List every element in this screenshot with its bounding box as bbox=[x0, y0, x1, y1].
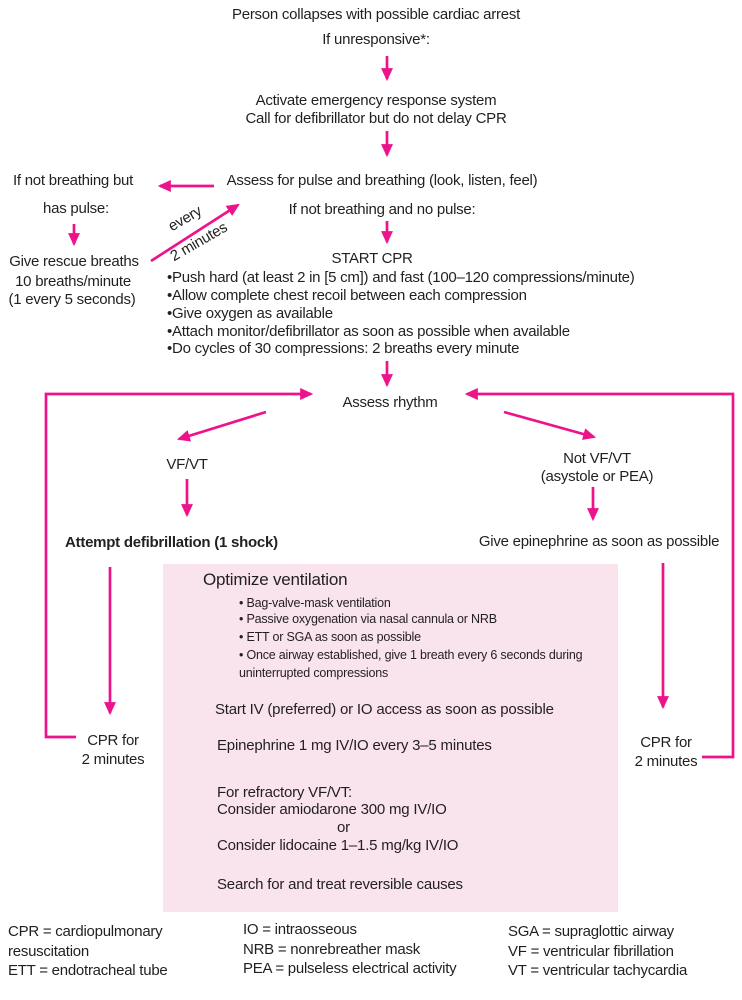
legend-column-1: CPR = cardiopulmonary resuscitation ETT … bbox=[8, 922, 186, 981]
box-refractory-text: For refractory VF/VT: bbox=[217, 784, 352, 801]
box-iv-text: Start IV (preferred) or IO access as soo… bbox=[215, 701, 554, 718]
legend-vf: VF = ventricular fibrillation bbox=[508, 942, 674, 960]
start-cpr-bullet-2: Allow complete chest recoil between each… bbox=[167, 287, 527, 305]
legend-ett: ETT = endotracheal tube bbox=[8, 962, 168, 979]
rescue-condition-line2: has pulse: bbox=[43, 200, 109, 217]
arrow-rhythm-to-notvf bbox=[503, 410, 597, 440]
box-epinephrine-text: Epinephrine 1 mg IV/IO every 3–5 minutes bbox=[217, 737, 492, 754]
path-right-cpr-loop bbox=[464, 388, 735, 759]
legend-column-3: SGA = supraglottic airway VF = ventricul… bbox=[508, 922, 742, 981]
vf-cpr-line1: CPR for bbox=[87, 732, 139, 749]
legend-column-2: IO = intraosseous NRB = nonrebreather ma… bbox=[243, 920, 488, 979]
arrow-rhythm-to-vf bbox=[176, 410, 267, 442]
notvf-label-line1: Not VF/VT bbox=[563, 450, 631, 467]
vf-label: VF/VT bbox=[166, 456, 208, 473]
activate-text-line1: Activate emergency response system bbox=[255, 92, 497, 109]
legend-sga: SGA = supraglottic airway bbox=[508, 923, 674, 940]
start-cpr-title: START CPR bbox=[331, 250, 413, 267]
start-cpr-bullet-4: Attach monitor/defibrillator as soon as … bbox=[167, 323, 570, 341]
rescue-detail2-text: (1 every 5 seconds) bbox=[8, 291, 136, 308]
rescue-condition-line1: If not breathing but bbox=[12, 172, 134, 189]
optimize-ventilation-box: Optimize ventilation Bag-valve-mask vent… bbox=[163, 564, 618, 912]
start-cpr-bullet-5: Do cycles of 30 compressions: 2 breaths … bbox=[167, 340, 519, 358]
path-left-cpr-loop bbox=[44, 388, 314, 739]
box-bullet-4: Once airway established, give 1 breath e… bbox=[239, 646, 614, 682]
notvf-cpr-line2: 2 minutes bbox=[634, 753, 698, 770]
epinephrine-action-text: Give epinephrine as soon as possible bbox=[478, 533, 720, 550]
rescue-action-text: Give rescue breaths bbox=[9, 253, 139, 270]
box-bullet-1: Bag-valve-mask ventilation bbox=[239, 594, 614, 612]
assess-pulse-text: Assess for pulse and breathing (look, li… bbox=[226, 172, 538, 189]
start-text-line2: If unresponsive*: bbox=[322, 31, 430, 48]
box-amiodarone-text: Consider amiodarone 300 mg IV/IO bbox=[217, 801, 447, 818]
start-text-line1: Person collapses with possible cardiac a… bbox=[231, 6, 521, 23]
box-search-text: Search for and treat reversible causes bbox=[217, 876, 463, 893]
activate-text-line2: Call for defibrillator but do not delay … bbox=[245, 110, 507, 127]
legend-pea: PEA = pulseless electrical activity bbox=[243, 960, 457, 977]
no-pulse-text: If not breathing and no pulse: bbox=[288, 201, 476, 218]
legend-cpr: CPR = cardiopulmonary resuscitation bbox=[8, 923, 163, 960]
box-bullet-2: Passive oxygenation via nasal cannula or… bbox=[239, 610, 614, 628]
rescue-detail1-text: 10 breaths/minute bbox=[15, 273, 131, 290]
legend-io: IO = intraosseous bbox=[243, 921, 357, 938]
defibrillation-action-text: Attempt defibrillation (1 shock) bbox=[65, 534, 278, 551]
legend-nrb: NRB = nonrebreather mask bbox=[243, 940, 421, 958]
arrow-every-2min-loop bbox=[150, 203, 240, 263]
legend-vt: VT = ventricular tachycardia bbox=[508, 962, 688, 979]
vf-cpr-line2: 2 minutes bbox=[81, 751, 145, 768]
notvf-cpr-line1: CPR for bbox=[640, 734, 692, 751]
start-cpr-bullet-1: Push hard (at least 2 in [5 cm]) and fas… bbox=[167, 269, 635, 287]
assess-rhythm-text: Assess rhythm bbox=[342, 394, 438, 411]
start-cpr-bullet-3: Give oxygen as available bbox=[167, 305, 333, 323]
box-or-text: or bbox=[337, 819, 350, 836]
box-bullet-3: ETT or SGA as soon as possible bbox=[239, 628, 614, 646]
box-heading: Optimize ventilation bbox=[203, 570, 348, 589]
notvf-label-line2: (asystole or PEA) bbox=[540, 468, 654, 485]
box-lidocaine-text: Consider lidocaine 1–1.5 mg/kg IV/IO bbox=[217, 837, 459, 854]
